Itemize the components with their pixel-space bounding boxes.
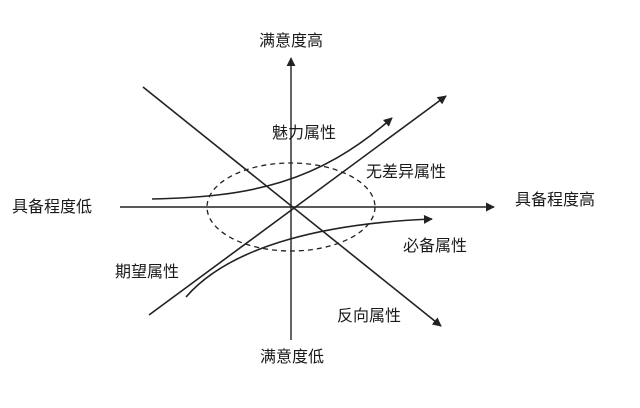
y-axis-bottom-label: 满意度低 — [260, 347, 325, 366]
indifferent-attribute-label: 无差异属性 — [366, 162, 447, 181]
expected-attribute-label: 期望属性 — [115, 262, 180, 281]
must-be-attribute-label: 必备属性 — [403, 236, 468, 255]
indifferent-zone-ellipse — [206, 162, 376, 252]
reverse-attribute-line — [142, 86, 442, 327]
must-be-attribute-curve — [185, 214, 433, 298]
reverse-attribute-label: 反向属性 — [337, 306, 402, 325]
x-axis-left-label: 具备程度低 — [12, 197, 93, 216]
attractive-attribute-label: 魅力属性 — [272, 123, 337, 142]
attractive-attribute-curve — [151, 117, 393, 200]
x-axis-right-label: 具备程度高 — [515, 190, 596, 209]
y-axis-top-label: 满意度高 — [259, 31, 324, 50]
expected-attribute-line — [148, 95, 447, 316]
